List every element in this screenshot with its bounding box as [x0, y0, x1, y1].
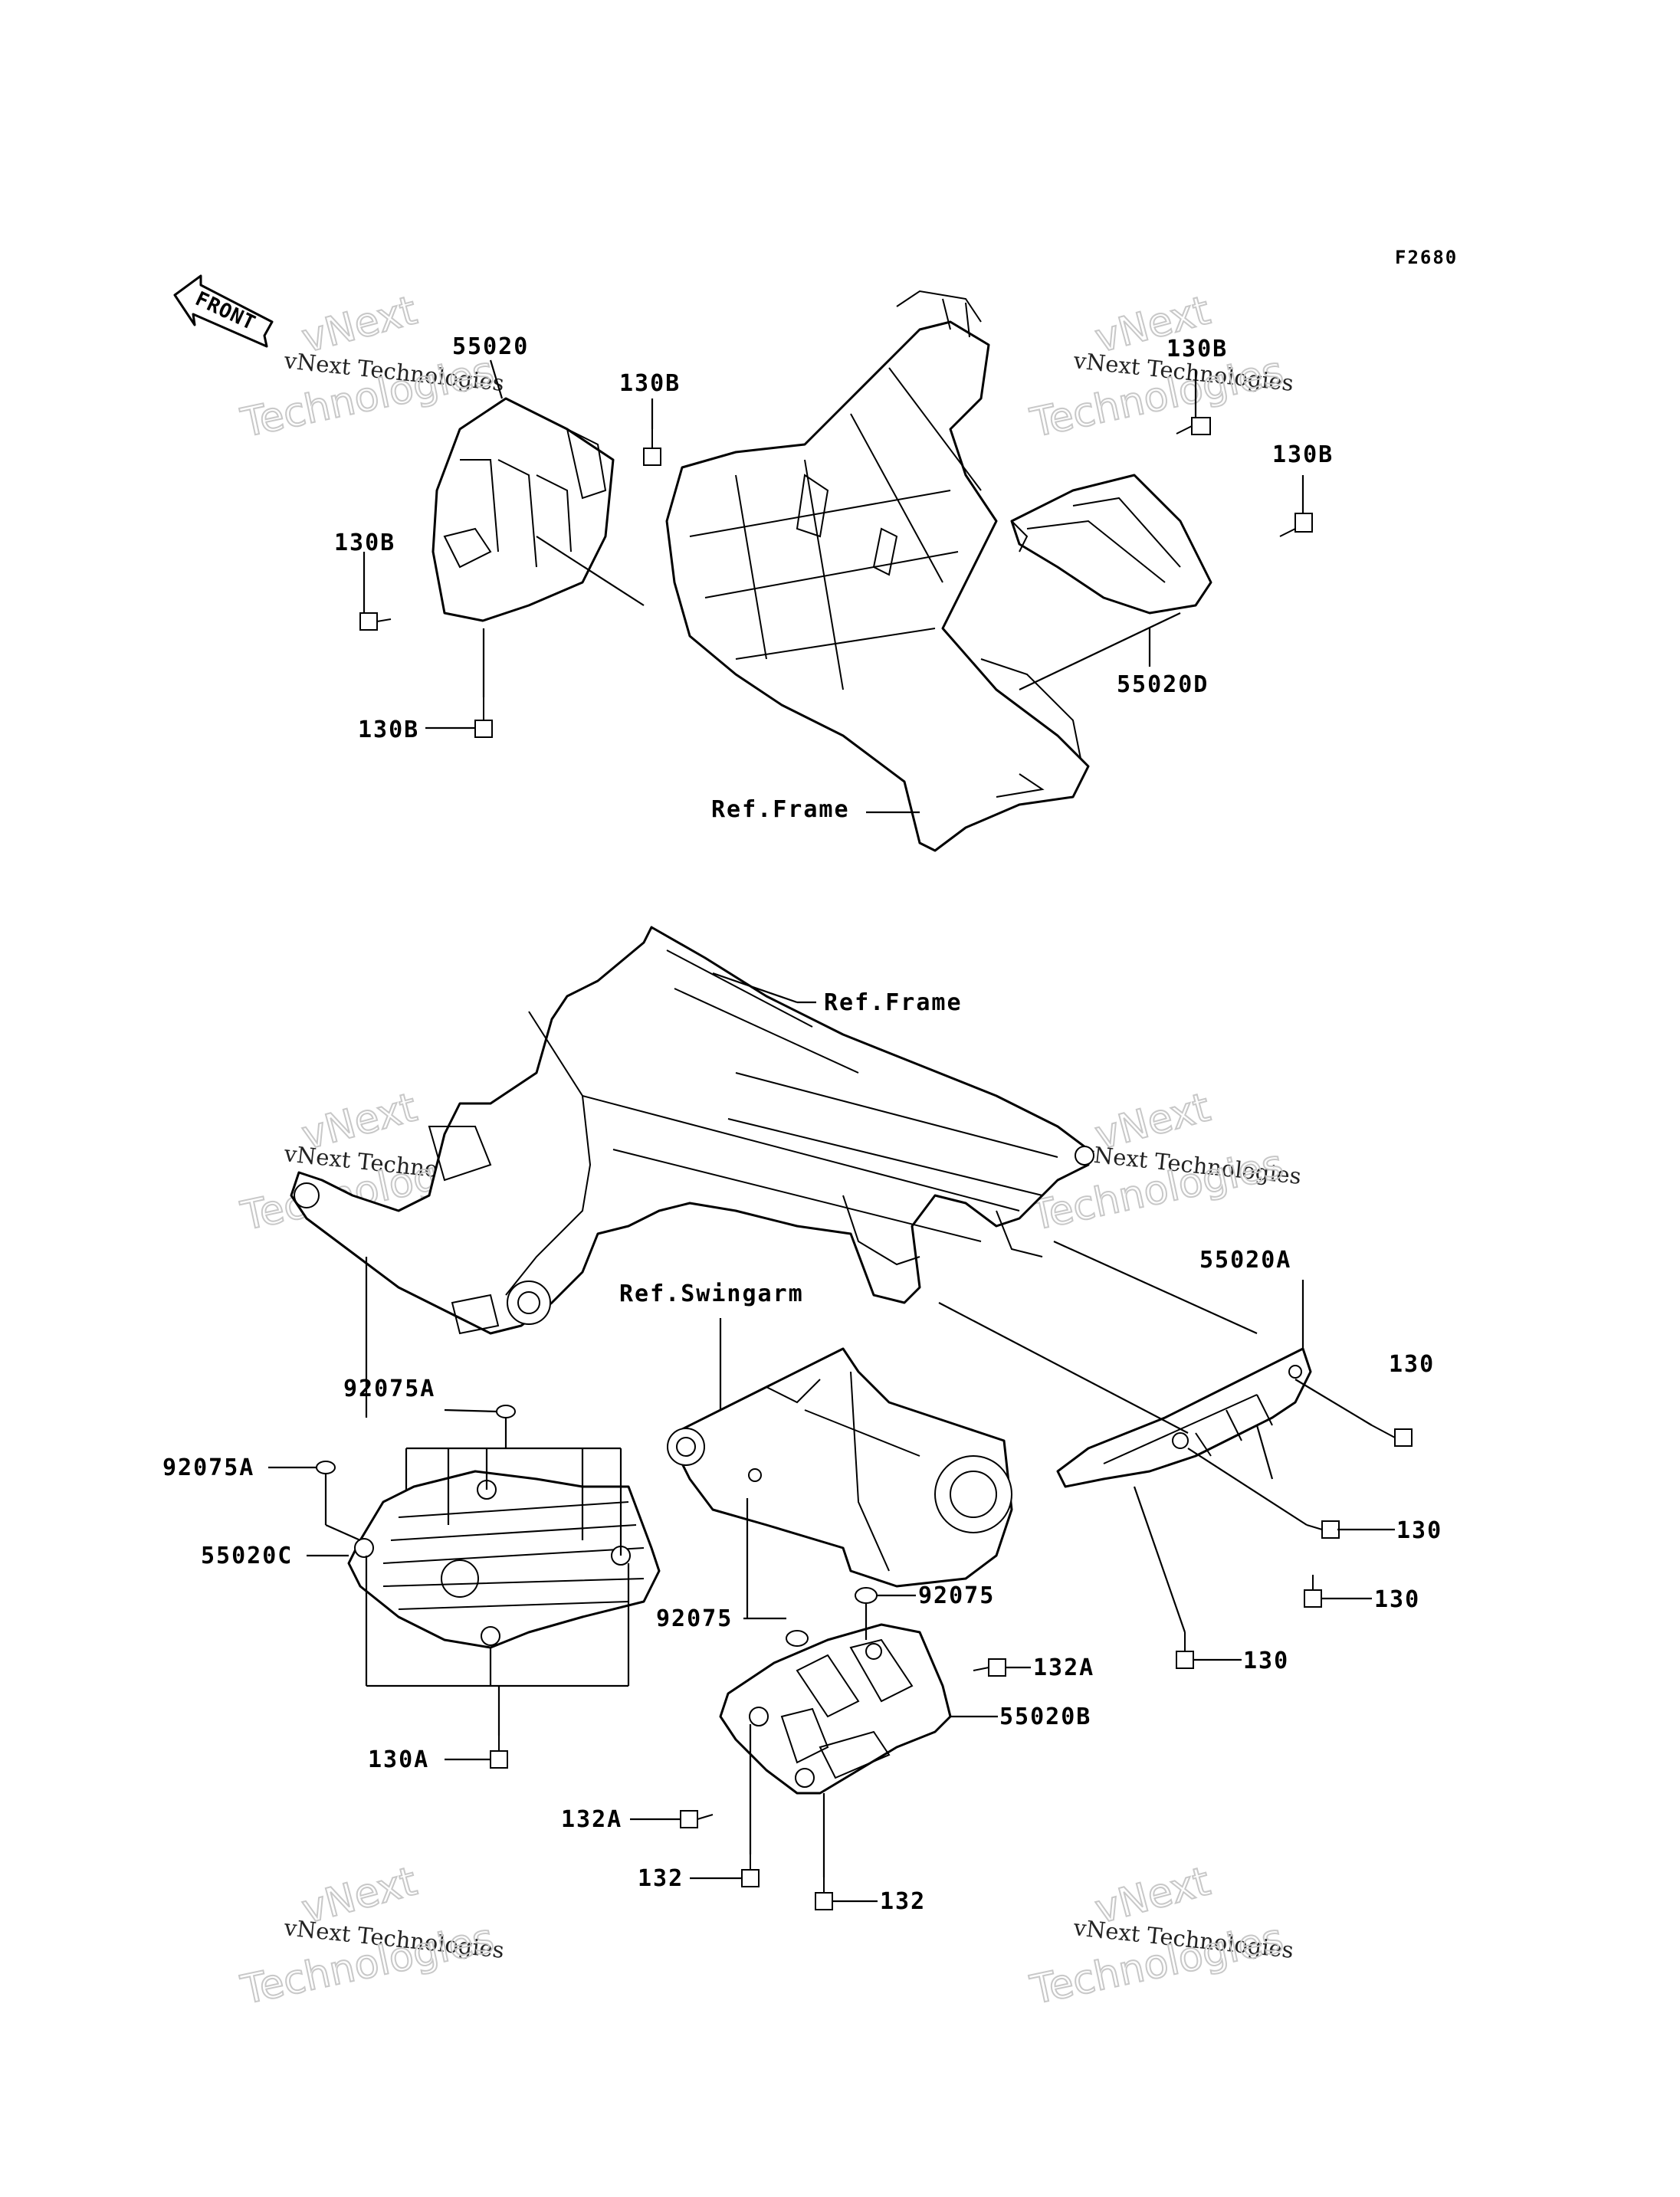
- label-130B: 130B: [358, 716, 419, 743]
- watermark-top-left: vNext vNext Technologies Technologies: [236, 287, 505, 448]
- label-130B: 130B: [619, 370, 681, 397]
- label-130: 130: [1396, 1517, 1442, 1544]
- label-92075A: 92075A: [162, 1454, 254, 1481]
- label-132A: 132A: [1033, 1654, 1094, 1681]
- label-55020D: 55020D: [1117, 671, 1209, 698]
- figure-code: F2680: [1395, 247, 1458, 268]
- bolt-132-right: [815, 1877, 833, 1910]
- leader: [1294, 1379, 1373, 1426]
- label-55020: 55020: [452, 333, 529, 360]
- swingarm: [667, 1347, 1013, 1588]
- label-130: 130: [1243, 1648, 1289, 1674]
- upper-frame: [665, 290, 1090, 852]
- bolt-130-b: [1306, 1520, 1340, 1539]
- front-arrow-icon: FRONT: [173, 274, 274, 348]
- bolt-130B-upper: [643, 429, 661, 466]
- leader: [1053, 1240, 1258, 1335]
- label-ref-frame: Ref.Frame: [711, 796, 850, 823]
- watermark-top-right: vNext vNext Technologies Technologies: [1025, 287, 1294, 448]
- label-55020A: 55020A: [1199, 1247, 1291, 1274]
- label-130: 130: [1374, 1586, 1420, 1613]
- label-92075: 92075: [918, 1582, 995, 1609]
- bolt-130B-right-upper: [1176, 417, 1211, 435]
- cap-92075A-upper: [496, 1405, 516, 1418]
- label-132: 132: [638, 1865, 684, 1892]
- label-132: 132: [880, 1888, 926, 1915]
- bolt-130A: [490, 1736, 508, 1769]
- front-guard-55020: [431, 397, 615, 622]
- leader: [444, 1408, 497, 1413]
- leader: [938, 1302, 1189, 1434]
- rear-guard-55020D: [1010, 474, 1212, 615]
- cap-92075A-left: [316, 1461, 336, 1474]
- label-92075: 92075: [656, 1605, 733, 1632]
- label-130B: 130B: [1272, 441, 1334, 468]
- label-130A: 130A: [368, 1746, 429, 1773]
- label-ref-frame: Ref.Frame: [824, 989, 963, 1016]
- bolt-130B-bottom: [474, 697, 493, 738]
- watermark-bottom-left: vNext vNext Technologies Technologies: [236, 1858, 505, 2015]
- label-130: 130: [1389, 1351, 1435, 1378]
- label-130B: 130B: [1166, 336, 1228, 362]
- bolt-130B-right: [1279, 513, 1313, 537]
- bolt-130-c: [1304, 1575, 1322, 1608]
- skid-plate-55020C: [347, 1470, 661, 1649]
- label-130B: 130B: [334, 530, 395, 556]
- bolt-132A-right: [973, 1658, 1006, 1677]
- skid-plate-55020B: [719, 1623, 952, 1795]
- label-ref-swingarm: Ref.Swingarm: [619, 1280, 804, 1307]
- leader: [325, 1523, 361, 1542]
- lower-frame: [290, 926, 1094, 1335]
- bolt-130B-left: [359, 612, 392, 631]
- label-92075A: 92075A: [343, 1376, 435, 1402]
- leader: [1133, 1486, 1186, 1633]
- bolt-130-a: [1371, 1425, 1413, 1447]
- label-55020C: 55020C: [201, 1543, 293, 1569]
- leader: [536, 536, 645, 606]
- cap-92075-left: [786, 1630, 809, 1647]
- watermark-bottom-right: vNext vNext Technologies Technologies: [1025, 1858, 1294, 2015]
- leader: [489, 359, 504, 399]
- label-132A: 132A: [561, 1806, 622, 1833]
- leader: [1187, 1448, 1308, 1526]
- label-55020B: 55020B: [999, 1703, 1091, 1730]
- leader: [712, 972, 798, 1004]
- leader: [1255, 1425, 1274, 1480]
- bolt-130-d: [1176, 1632, 1194, 1669]
- leader: [1019, 612, 1181, 690]
- bolt-132A-left: [680, 1810, 714, 1828]
- skid-plate-55020A: [1056, 1347, 1312, 1488]
- cap-92075-right: [855, 1587, 878, 1604]
- bolt-132-left: [741, 1854, 760, 1887]
